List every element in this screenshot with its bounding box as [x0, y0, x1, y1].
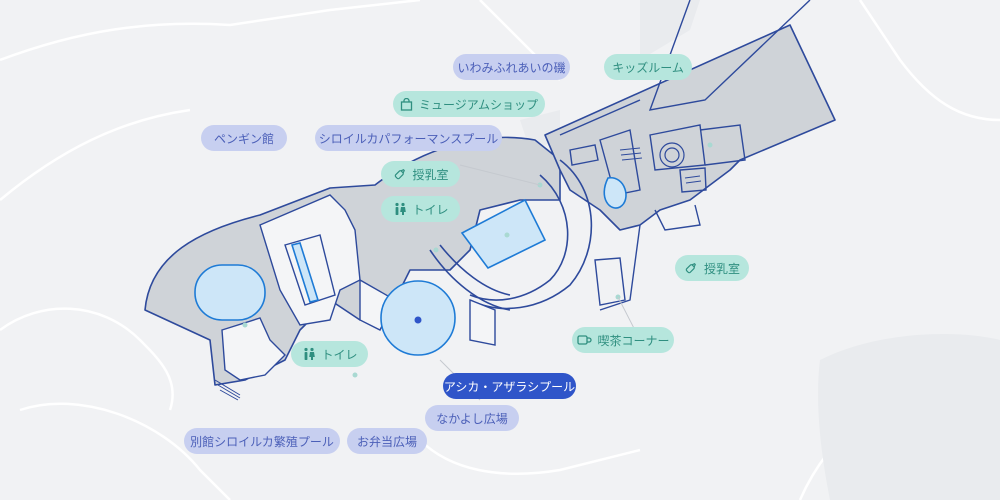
label-dolphin-pool[interactable]: シロイルカパフォーマンスプール — [315, 125, 502, 151]
small-tank — [603, 177, 627, 209]
room-outline — [654, 204, 701, 231]
poi-dot — [504, 232, 510, 238]
label-text: 別館シロイルカ繁殖プール — [190, 434, 334, 449]
terrain-patch — [640, 0, 700, 60]
performance-dome — [429, 159, 593, 311]
penguin-pool — [194, 264, 266, 321]
poi-dot — [242, 322, 248, 328]
label-text: キッズルーム — [612, 60, 684, 75]
dome-arc — [439, 244, 511, 296]
stair-steps — [214, 379, 241, 401]
label-penguin[interactable]: ペンギン館 — [201, 125, 287, 151]
room-block — [469, 298, 496, 346]
shopping-bag-icon — [400, 97, 413, 111]
baby-bottle-icon — [393, 167, 407, 181]
poi-dot — [707, 142, 713, 148]
terrain-line — [0, 108, 191, 201]
poi-dot — [352, 372, 358, 378]
corridor-lines — [559, 0, 811, 311]
label-seal-pool[interactable]: アシカ・アザラシプール — [443, 373, 576, 399]
label-nursing-2[interactable]: 授乳室 — [675, 255, 749, 281]
baby-bottle-icon — [684, 261, 698, 275]
spiral-stair — [659, 142, 685, 168]
room-outline — [679, 167, 707, 193]
label-bento[interactable]: お弁当広場 — [347, 428, 427, 454]
room-outline — [594, 257, 626, 306]
stair-steps — [619, 147, 643, 161]
coffee-cup-icon — [576, 334, 592, 346]
corridor-line — [599, 224, 641, 311]
stair-ring — [659, 142, 685, 168]
label-toilet-1[interactable]: トイレ — [381, 196, 460, 222]
label-text: トイレ — [321, 347, 358, 362]
room-outline — [599, 129, 641, 196]
label-kids[interactable]: キッズルーム — [604, 54, 692, 80]
label-text: お弁当広場 — [357, 434, 418, 449]
label-text: アシカ・アザラシプール — [443, 379, 576, 394]
stair-ring — [664, 147, 680, 163]
label-toilet-2[interactable]: トイレ — [291, 341, 368, 367]
dolphin-performance-pool — [460, 198, 547, 270]
terrain-line — [858, 0, 1000, 122]
label-text: 授乳室 — [704, 261, 741, 276]
label-text: シロイルカパフォーマンスプール — [318, 131, 499, 146]
label-iwami[interactable]: いわみふれあいの磯 — [453, 54, 570, 80]
label-text: 喫茶コーナー — [597, 333, 670, 348]
terrain-line — [0, 0, 421, 62]
label-text: いわみふれあいの磯 — [457, 60, 566, 75]
stair-steps — [684, 175, 702, 184]
stairs — [214, 147, 702, 401]
room-outline — [699, 124, 746, 166]
toilet-icon — [302, 347, 316, 361]
terrain-line — [419, 439, 641, 475]
room-block — [221, 317, 286, 381]
channel-pool — [290, 242, 320, 303]
label-text: 授乳室 — [412, 167, 449, 182]
dome-arc — [469, 174, 569, 301]
poi-dot — [433, 247, 439, 253]
label-nakayoshi[interactable]: なかよし広場 — [425, 405, 519, 431]
terrain-line — [0, 307, 174, 411]
terrain-patch — [818, 334, 1000, 500]
label-cafe[interactable]: 喫茶コーナー — [572, 327, 674, 353]
room-outline — [569, 144, 599, 166]
label-text: トイレ — [412, 202, 449, 217]
label-museum-shop[interactable]: ミュージアムショップ — [393, 91, 545, 117]
terrain-line — [19, 402, 231, 500]
toilet-icon — [393, 202, 407, 216]
label-nursing-1[interactable]: 授乳室 — [381, 161, 460, 187]
label-text: なかよし広場 — [436, 411, 508, 426]
dome-arc — [429, 249, 511, 311]
label-breeding-pool[interactable]: 別館シロイルカ繁殖プール — [184, 428, 340, 454]
label-text: ミュージアムショップ — [419, 97, 538, 112]
label-text: ペンギン館 — [214, 131, 275, 146]
selected-dot — [414, 316, 422, 324]
leader-line — [459, 164, 541, 186]
corridor-line — [559, 99, 641, 136]
